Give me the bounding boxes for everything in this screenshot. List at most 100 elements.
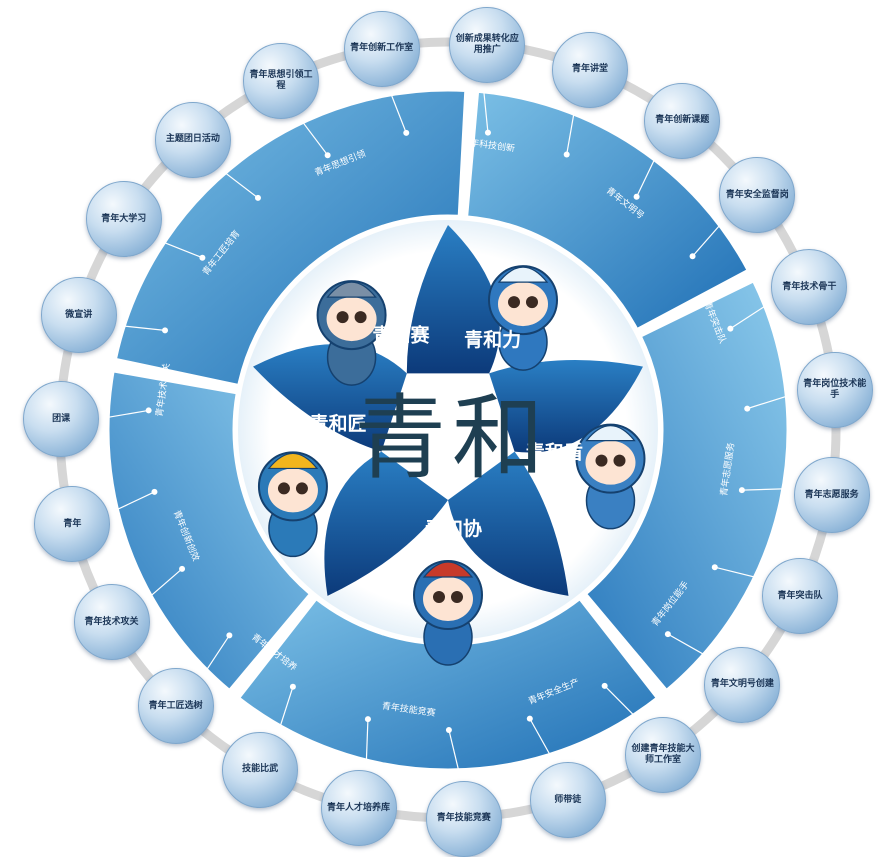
bubble-label: 青年人才培养库 — [327, 802, 391, 813]
center-title: 青和 — [354, 385, 550, 492]
mascots — [257, 265, 646, 666]
bubble-node: 青年讲堂 — [551, 31, 628, 108]
bubble-node: 青年突击队 — [762, 558, 839, 635]
mascot — [413, 560, 483, 666]
connector-dot — [289, 683, 296, 690]
mascot-eye — [354, 311, 367, 324]
connector-line — [295, 112, 329, 156]
bubble-node: 青年 — [34, 486, 111, 563]
connector-dot — [324, 152, 331, 159]
connector-dot — [484, 129, 491, 136]
connector-dot — [526, 715, 533, 722]
bubble-label: 团课 — [52, 413, 71, 424]
ring-segments — [106, 88, 790, 772]
mascot-hat — [422, 561, 474, 578]
mascot-eye — [451, 591, 463, 603]
bubble-label: 师带徒 — [554, 794, 582, 805]
ring-segment — [113, 88, 468, 388]
bubble-node: 青年技能竞赛 — [425, 780, 502, 857]
mascot — [575, 423, 646, 530]
connector-line — [714, 566, 767, 581]
bubble-node: 技能比武 — [222, 731, 299, 808]
connector-line — [152, 237, 203, 259]
star-blade — [406, 225, 500, 374]
connector-line — [199, 635, 230, 681]
connector-dot — [179, 565, 186, 572]
connector-lines — [96, 79, 799, 782]
mascot-face — [498, 282, 548, 327]
mascot-face — [423, 577, 473, 621]
mascot-hat — [326, 281, 377, 298]
bubble-label: 青年大学习 — [101, 213, 147, 224]
bubble-node: 青年大学习 — [85, 181, 162, 258]
connector-line — [215, 165, 259, 199]
connector-line — [604, 685, 643, 725]
connector-dot — [633, 193, 640, 200]
bubble-label: 青年 — [63, 518, 82, 529]
bubble-label: 主题团日活动 — [165, 134, 220, 145]
mascot-hat — [497, 266, 549, 283]
connector-dot — [563, 151, 570, 158]
bubble-label: 微宣讲 — [65, 309, 93, 320]
connector-line — [529, 718, 557, 766]
mascot-eye — [595, 454, 608, 467]
bubble-label: 青年岗位技术能手 — [803, 378, 867, 400]
connector-line — [667, 633, 715, 661]
bubble-label: 青年工匠选树 — [148, 700, 203, 711]
ring-segment — [583, 278, 790, 693]
connector-line — [741, 487, 796, 491]
mascot-face — [326, 297, 377, 342]
connector-dot — [151, 488, 158, 495]
connector-line — [112, 324, 166, 331]
bubble-node: 青年人才培养库 — [320, 770, 397, 847]
bubble-label: 青年技能竞赛 — [436, 813, 491, 824]
connector-dot — [601, 682, 608, 689]
connector-dot — [162, 327, 169, 334]
connector-dot — [664, 631, 671, 638]
bubble-label: 青年思想引领工程 — [249, 70, 313, 92]
mascot — [488, 265, 558, 371]
bubble-label: 青年创新课题 — [655, 115, 710, 126]
ring-segment — [236, 596, 660, 772]
connector-dot — [254, 194, 261, 201]
connector-line — [636, 148, 661, 197]
bubble-label: 青年安全监督岗 — [725, 189, 789, 200]
ring-segment — [106, 369, 313, 693]
character-label: 青和赛 — [373, 324, 431, 347]
character-label: 青和力 — [464, 328, 521, 351]
connector-dot — [364, 716, 371, 723]
connector-line — [730, 299, 776, 330]
mascot-eye — [508, 296, 520, 309]
mascot-face — [267, 468, 318, 513]
character-label: 青和盾 — [526, 440, 583, 463]
character-label: 青和协 — [425, 517, 482, 540]
bubble-node: 青年思想引领工程 — [243, 43, 320, 120]
bubble-node: 主题团日活动 — [154, 101, 231, 178]
connector-dot — [689, 253, 696, 260]
bubble-node: 青年文明号创建 — [704, 646, 781, 723]
mascot-eye — [336, 311, 349, 324]
star-blade — [489, 360, 643, 453]
star-blade — [324, 451, 448, 596]
connector-line — [692, 215, 729, 257]
mascot-face — [585, 440, 636, 485]
star-blade — [448, 451, 569, 596]
connector-line — [747, 392, 799, 410]
connector-line — [106, 491, 155, 516]
mascot-eye — [433, 591, 445, 603]
pinwheel-star — [253, 225, 643, 596]
bubble-node: 青年安全监督岗 — [719, 157, 796, 234]
bubble-label: 创建青年技能大师工作室 — [631, 743, 695, 765]
mascot-eye — [613, 454, 626, 467]
bubble-node: 青年创新工作室 — [343, 10, 420, 87]
connector-dot — [226, 632, 233, 639]
bubble-label: 青年技术骨干 — [782, 281, 837, 292]
connector-dot — [744, 405, 751, 412]
mascot-eye — [526, 296, 538, 309]
mascot-eye — [295, 482, 308, 495]
mascot-hat — [267, 453, 319, 470]
connector-line — [448, 729, 462, 782]
connector-dot — [445, 726, 452, 733]
